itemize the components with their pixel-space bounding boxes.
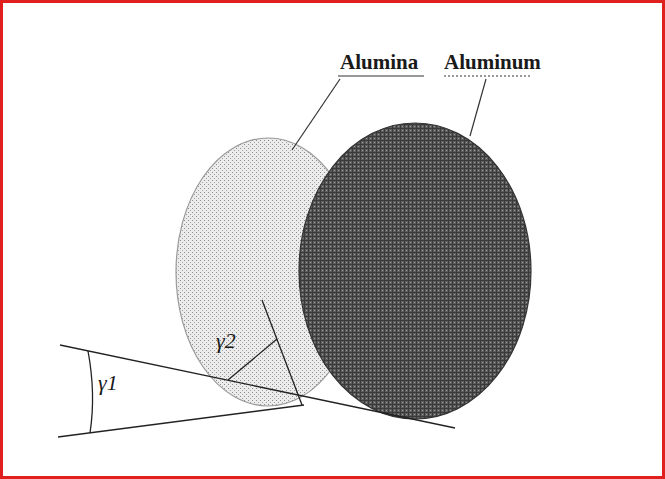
- angle-label: γ1: [98, 372, 118, 394]
- angle-lines: [58, 300, 455, 437]
- aluminum-particle: [299, 123, 531, 419]
- leader-lines: [292, 76, 530, 150]
- angle-label: γ2: [216, 330, 236, 352]
- part-label: Alumina: [340, 52, 418, 73]
- part-label: Aluminum: [444, 52, 541, 73]
